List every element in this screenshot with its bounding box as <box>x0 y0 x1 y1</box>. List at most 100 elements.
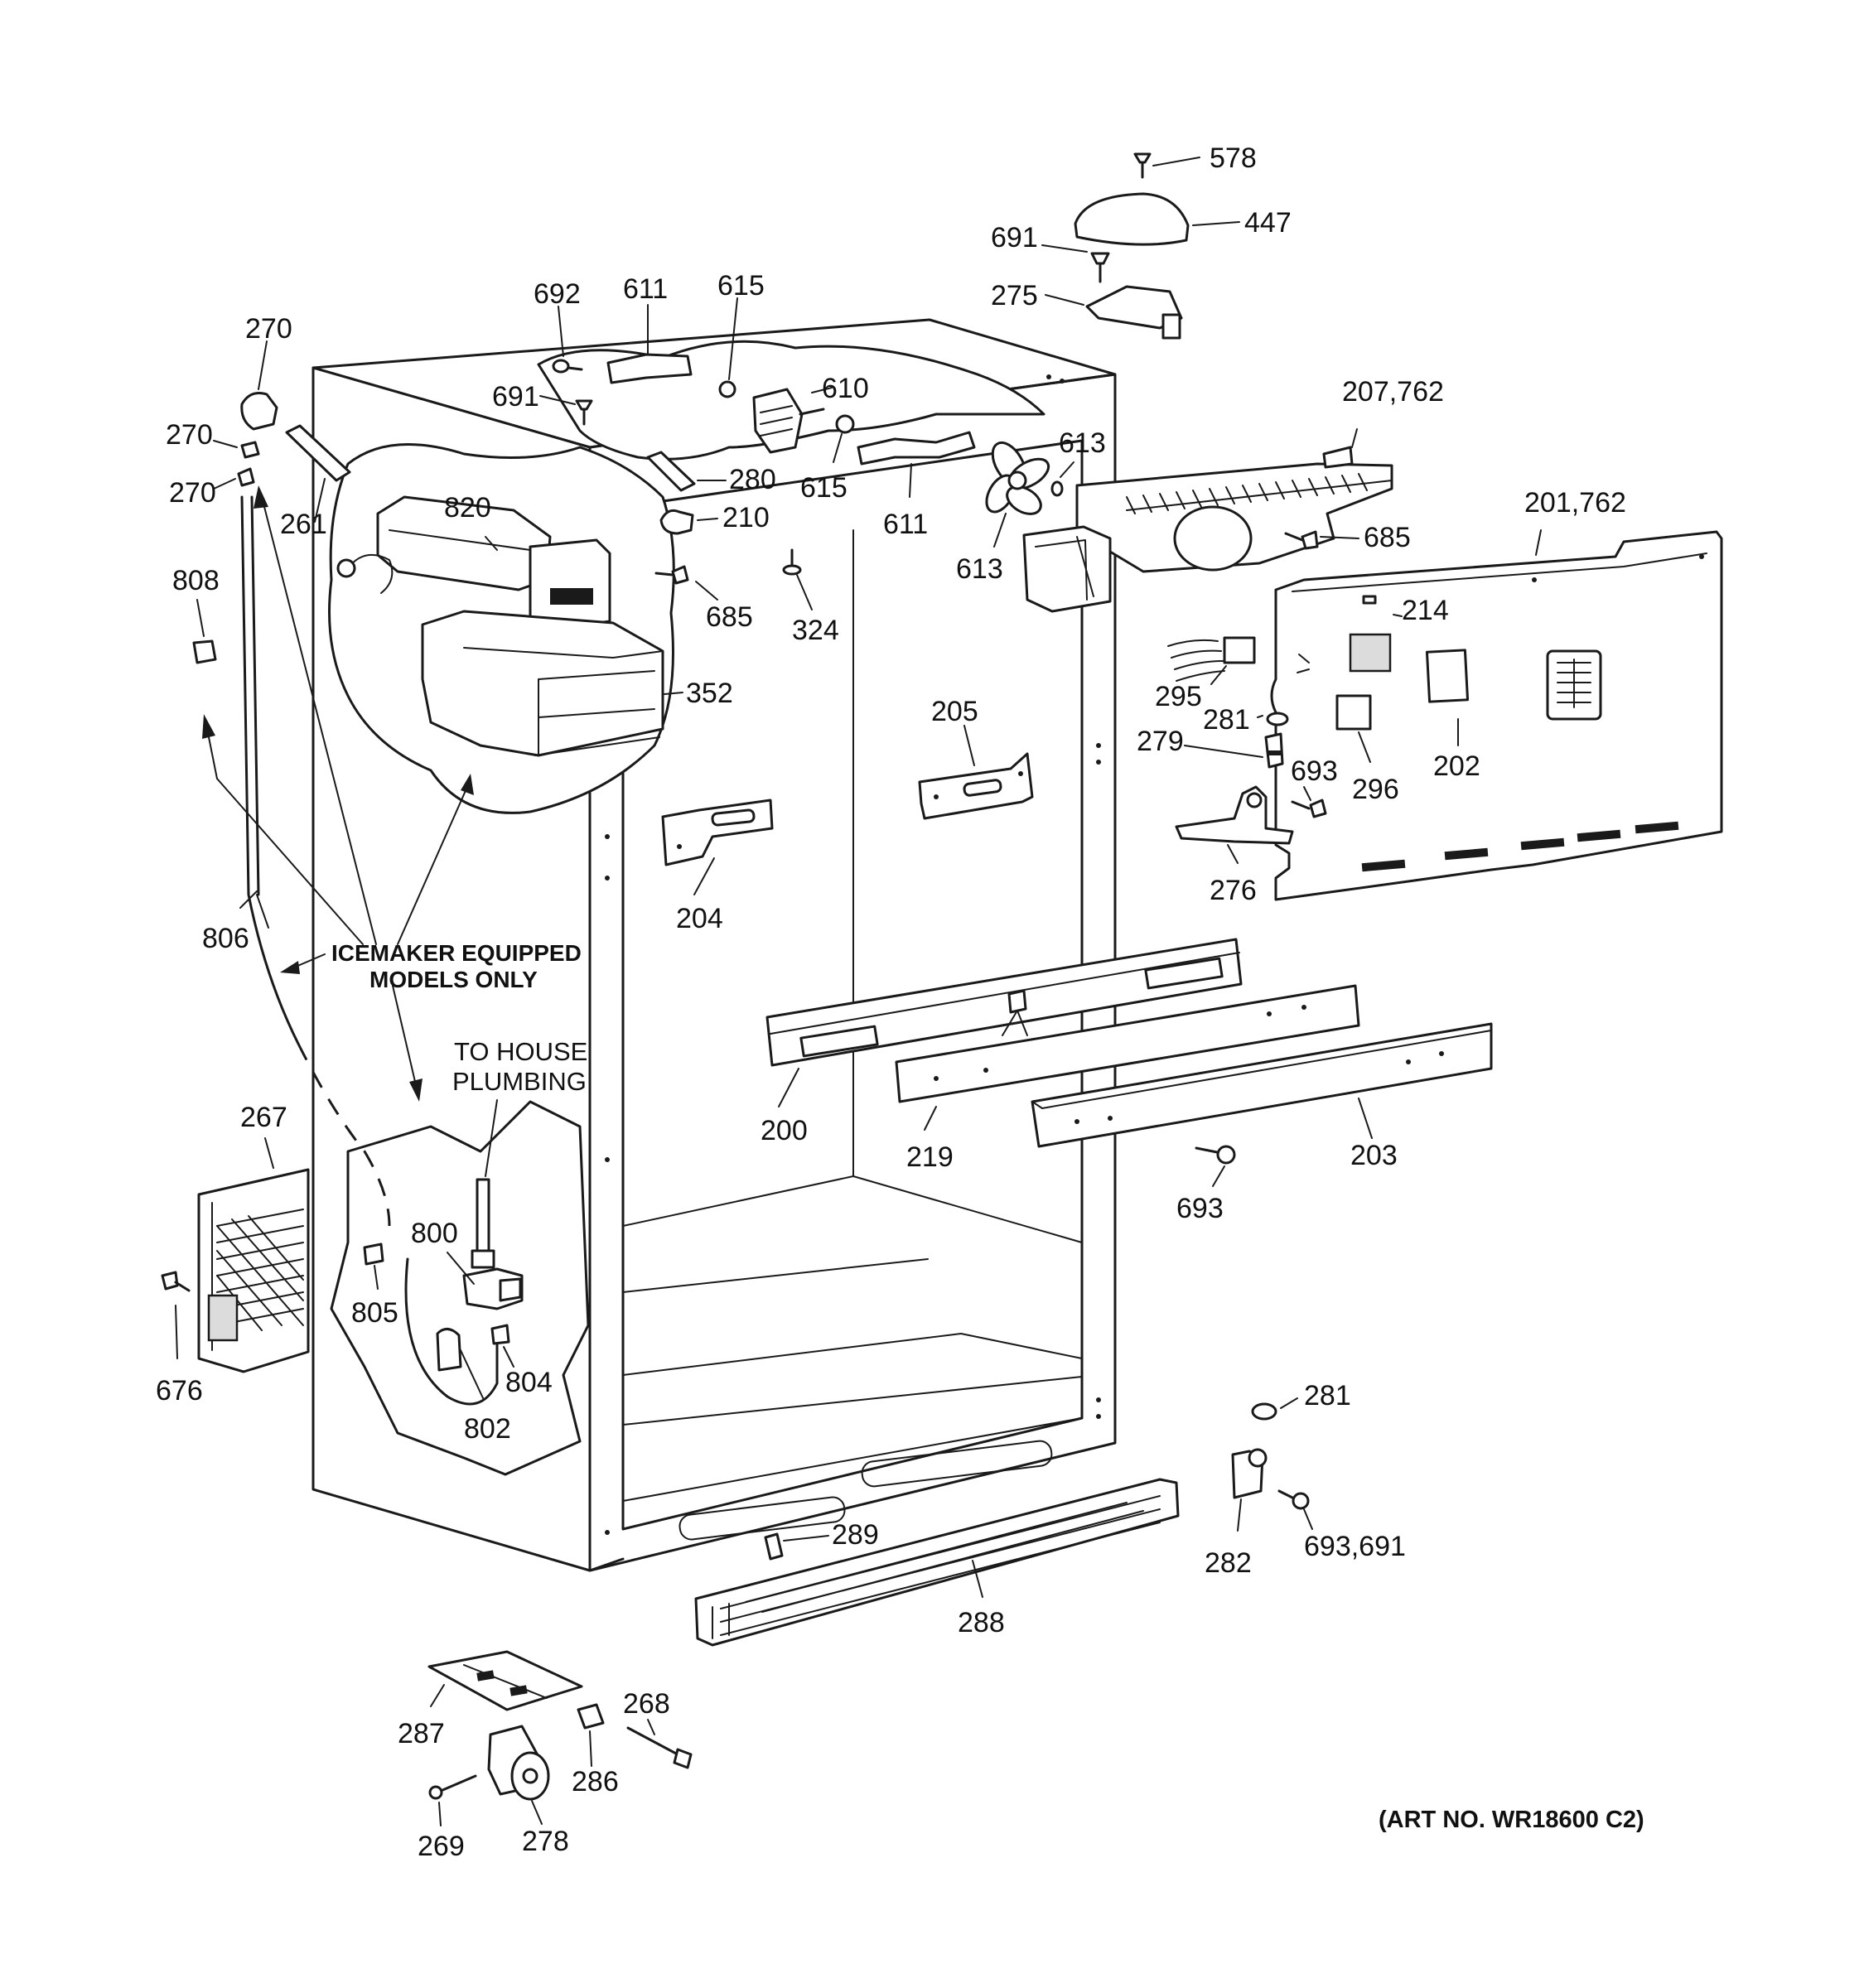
base-grille-288 <box>694 1478 1180 1647</box>
label-613-b: 613 <box>1059 427 1106 459</box>
clip-289-icon <box>764 1532 784 1561</box>
label-610: 610 <box>822 373 869 404</box>
label-269: 269 <box>418 1831 465 1862</box>
plumbing-note-line2: PLUMBING <box>452 1067 587 1096</box>
label-205: 205 <box>931 696 978 727</box>
icemaker-note-line2: MODELS ONLY <box>369 967 538 992</box>
label-615-top: 615 <box>717 270 765 302</box>
water-fitting-270-icon <box>240 392 351 482</box>
label-288: 288 <box>958 1607 1005 1638</box>
tube-280 <box>646 451 696 492</box>
bracket-611-top <box>606 353 693 384</box>
screw-693-691-icon <box>1277 1489 1310 1510</box>
label-282: 282 <box>1205 1547 1252 1579</box>
label-296: 296 <box>1352 774 1399 805</box>
label-692: 692 <box>534 278 581 310</box>
hinge-pin-279-icon <box>1264 732 1284 769</box>
screw-693-a-icon <box>1291 799 1327 818</box>
label-808: 808 <box>172 565 220 596</box>
clip-613-icon <box>1050 480 1064 497</box>
label-267: 267 <box>240 1102 287 1133</box>
fitting-270-c-icon <box>237 467 255 487</box>
label-214: 214 <box>1402 595 1449 626</box>
icemaker-820 <box>336 495 611 633</box>
label-295: 295 <box>1155 681 1202 712</box>
washer-281-a-icon <box>1266 712 1289 726</box>
label-693-691: 693,691 <box>1304 1531 1406 1562</box>
plumbing-note-line1: TO HOUSE <box>454 1037 587 1066</box>
screw-685-a-icon <box>1284 530 1319 550</box>
control-panel-201 <box>1270 530 1723 901</box>
label-800: 800 <box>411 1218 458 1249</box>
label-286: 286 <box>572 1766 619 1797</box>
label-281-a: 281 <box>1203 704 1250 736</box>
access-cover-267 <box>197 1168 310 1373</box>
label-691-mid: 691 <box>492 381 539 413</box>
mullion-rail-203 <box>1031 1022 1493 1148</box>
screw-693-b-icon <box>1195 1145 1236 1165</box>
clip-808-icon <box>192 639 217 664</box>
label-578: 578 <box>1210 142 1257 174</box>
mullion-cover-219 <box>895 984 1360 1103</box>
screw-578-icon <box>1133 152 1152 179</box>
grommet-615-b <box>835 414 855 434</box>
label-324: 324 <box>792 615 839 646</box>
hinge-cover-447 <box>1074 192 1190 246</box>
label-219: 219 <box>906 1141 954 1173</box>
screw-324-icon <box>782 548 802 576</box>
fan-blade-613-icon <box>985 441 1050 515</box>
washer-281-b-icon <box>1251 1402 1277 1421</box>
label-207: 207,762 <box>1342 376 1444 408</box>
label-270-b: 270 <box>166 419 213 451</box>
screw-691-icon <box>1090 252 1110 283</box>
label-201: 201,762 <box>1524 487 1626 519</box>
water-line-802 <box>404 1257 499 1406</box>
label-685-b: 685 <box>706 601 753 633</box>
label-447: 447 <box>1244 207 1292 239</box>
roller-278 <box>487 1725 550 1801</box>
water-valve-800 <box>462 1178 524 1310</box>
label-210: 210 <box>722 502 770 533</box>
screw-691-mid-icon <box>575 399 593 426</box>
label-805: 805 <box>351 1297 398 1329</box>
label-806: 806 <box>202 923 249 954</box>
label-676: 676 <box>156 1375 203 1407</box>
label-352: 352 <box>686 678 733 709</box>
label-275: 275 <box>991 280 1038 311</box>
label-802: 802 <box>464 1413 511 1445</box>
label-611-top: 611 <box>623 273 668 305</box>
label-280: 280 <box>729 464 776 495</box>
nut-286-icon <box>577 1703 605 1730</box>
label-691-top: 691 <box>991 222 1038 253</box>
label-287: 287 <box>398 1718 445 1749</box>
label-613-a: 613 <box>956 553 1003 585</box>
label-693-a: 693 <box>1291 755 1338 787</box>
icemaker-note-line1: ICEMAKER EQUIPPED <box>331 940 582 966</box>
grommet-615-top <box>718 380 736 398</box>
label-279: 279 <box>1137 726 1184 757</box>
bracket-205 <box>918 752 1034 820</box>
art-number: (ART NO. WR18600 C2) <box>1379 1807 1644 1833</box>
wire-harness-295 <box>1167 636 1256 682</box>
label-276: 276 <box>1210 875 1257 906</box>
screw-676-icon <box>161 1271 191 1292</box>
label-281-b: 281 <box>1304 1380 1351 1411</box>
bracket-204 <box>661 799 774 866</box>
label-693-b: 693 <box>1176 1193 1224 1224</box>
label-270-c: 270 <box>169 477 216 509</box>
label-289: 289 <box>832 1519 879 1551</box>
label-611-b: 611 <box>883 509 928 540</box>
water-tube-806 <box>240 495 300 1045</box>
label-261: 261 <box>280 509 327 540</box>
bracket-611-lower <box>857 431 976 466</box>
ice-bin-352 <box>421 610 664 757</box>
bolt-268-icon <box>626 1726 693 1769</box>
label-278: 278 <box>522 1826 569 1857</box>
label-202: 202 <box>1433 750 1480 782</box>
axle-269-icon <box>428 1774 477 1800</box>
light-socket-210-icon <box>659 509 694 535</box>
fitting-270-b-icon <box>240 441 260 459</box>
center-hinge-276 <box>1175 785 1294 845</box>
label-685-a: 685 <box>1364 522 1411 553</box>
